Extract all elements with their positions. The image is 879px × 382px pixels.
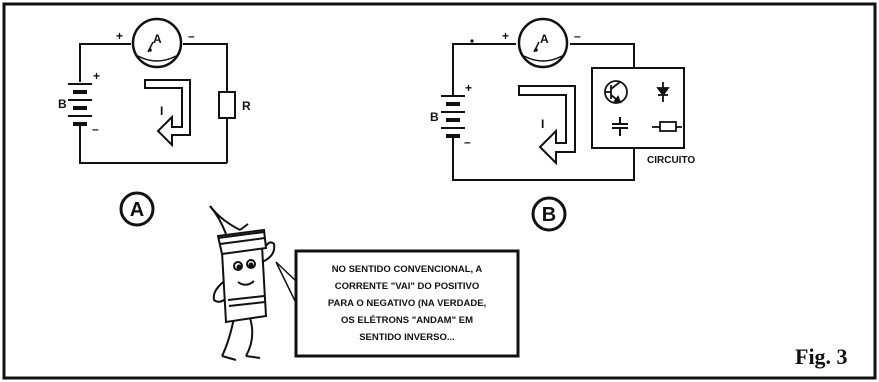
ammeter-b-icon	[517, 17, 569, 69]
battery-b-minus: –	[464, 135, 471, 149]
transistor-icon	[604, 80, 628, 104]
ammeter-b-plus: +	[502, 29, 509, 43]
tag-a-badge	[119, 191, 155, 227]
ammeter-a-minus: –	[188, 29, 195, 43]
figure-label: Fig. 3	[795, 344, 848, 369]
ammeter-b-minus: –	[574, 29, 581, 43]
callout-line-4: OS ELÉTRONS "ANDAM" EM	[341, 315, 473, 326]
current-a-label: I	[160, 104, 163, 118]
ammeter-a-plus: +	[116, 29, 123, 43]
circuit-box	[591, 67, 685, 149]
circuit-box-label: CIRCUITO	[647, 155, 695, 166]
tag-a-label: A	[130, 199, 144, 221]
battery-a-minus: –	[92, 122, 99, 136]
circuit-a: B + – A + – R I A	[58, 17, 251, 227]
battery-a-label: B	[58, 97, 67, 111]
callout-line-1: NO SENTIDO CONVENCIONAL, A	[332, 264, 483, 275]
wire-a-top-right	[183, 43, 228, 92]
wire-a-top-left	[79, 43, 131, 82]
diode-icon	[656, 82, 670, 102]
ammeter-a-label: A	[153, 32, 162, 46]
ammeter-b-label: A	[540, 32, 549, 46]
wire-b-top-left	[452, 43, 516, 96]
battery-b-label: B	[430, 110, 439, 124]
tag-b-badge	[531, 196, 567, 232]
callout-line-3: PARA O NEGATIVO (NA VERDADE,	[328, 298, 486, 309]
wire-b-bottom	[452, 140, 635, 181]
capacitor-icon	[612, 117, 628, 136]
battery-a-plus: +	[93, 69, 100, 83]
circuit-b: B + – A + – I	[430, 17, 695, 232]
tag-b-label: B	[542, 204, 556, 226]
wire-a-bottom	[79, 133, 227, 164]
ammeter-a-icon	[131, 17, 183, 69]
current-arrow-b-icon	[518, 85, 576, 166]
speech-bubble: NO SENTIDO CONVENCIONAL, A CORRENTE "VAI…	[275, 249, 520, 358]
callout-line-5: SENTIDO INVERSO...	[359, 332, 455, 343]
callout-line-2: CORRENTE "VAI" DO POSITIVO	[335, 281, 480, 292]
battery-b-plus: +	[465, 81, 472, 95]
mascot-component-character	[209, 205, 276, 361]
battery-b-icon	[441, 95, 465, 140]
wire-b-dot	[470, 39, 474, 43]
current-b-label: I	[541, 117, 544, 131]
wire-b-top-right	[570, 43, 635, 68]
resistor-a-label: R	[242, 99, 251, 113]
resistor-b-icon	[652, 121, 682, 132]
resistor-a-icon	[218, 91, 236, 119]
battery-a-icon	[68, 83, 92, 133]
current-arrow-a-icon	[144, 79, 191, 148]
